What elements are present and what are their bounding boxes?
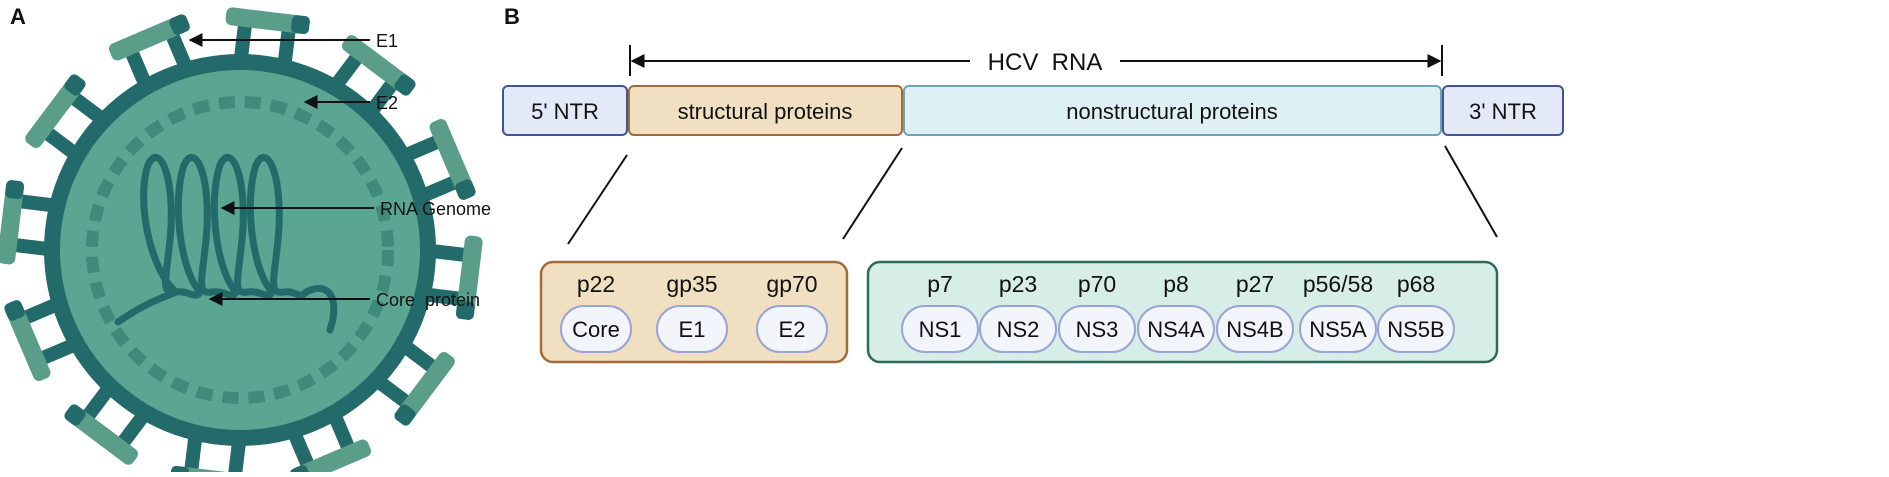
structural-protein-pill [656,305,728,353]
structural-expansion-line-right [842,147,903,240]
glycoprotein-spike [64,381,152,465]
nonstructural-protein-mw-label: p8 [1163,271,1189,297]
nonstructural-proteins-label: nonstructural proteins [1066,99,1278,124]
structural-proteins-box [628,85,903,136]
core-protein-label: Core protein [376,290,480,310]
ntr3-label: 3' NTR [1469,99,1537,124]
glycoprotein-spike [421,235,483,320]
nonstructural-protein-pill [901,305,979,353]
nonstructural-protein-name-label: NS4B [1226,317,1283,342]
ntr5-box [502,85,628,136]
structural-protein-mw-label: p22 [577,271,615,297]
nonstructural-protein-pill [1299,305,1377,353]
nonstructural-protein-name-label: NS4A [1147,317,1205,342]
structural-protein-name-label: E1 [679,317,706,342]
nonstructural-protein-name-label: NS3 [1076,317,1119,342]
hcv-virion-illustration [0,7,483,477]
e1-label: E1 [376,31,398,51]
ntr3-box [1442,85,1564,136]
nonstructural-expansion-line-right [1444,145,1498,238]
structural-proteins-label: structural proteins [678,99,853,124]
structural-expansion-line-left [567,154,628,245]
nonstructural-proteins-box [903,85,1442,136]
nonstructural-protein-pill [1058,305,1136,353]
nonstructural-protein-mw-label: p23 [999,271,1037,297]
nonstructural-protein-pill [979,305,1057,353]
panel-a-letter: A [10,4,26,29]
structural-protein-pill [756,305,828,353]
structural-protein-mw-label: gp35 [666,271,717,297]
e2-label: E2 [376,93,398,113]
structural-protein-mw-label: gp70 [766,271,817,297]
structural-protein-name-label: Core [572,317,620,342]
nonstructural-protein-mw-label: p70 [1078,271,1116,297]
nonstructural-protein-name-label: NS1 [919,317,962,342]
nonstructural-protein-name-label: NS5A [1309,317,1367,342]
nonstructural-protein-mw-label: p68 [1397,271,1435,297]
nonstructural-protein-pill [1377,305,1455,353]
nonstructural-protein-name-label: NS2 [997,317,1040,342]
panel-b-letter: B [504,4,520,29]
nonstructural-protein-pill [1137,305,1215,353]
rna-genome-coil [114,154,338,334]
nonstructural-protein-mw-label: p27 [1236,271,1274,297]
core-protein-capsid [86,96,394,404]
structural-protein-pill [560,305,632,353]
nonstructural-protein-mw-label: p7 [927,271,953,297]
nonstructural-protein-name-label: NS5B [1387,317,1444,342]
hcv-rna-title: HCV RNA [988,49,1103,76]
glycoprotein-spike [0,180,59,265]
ntr5-label: 5' NTR [531,99,599,124]
structural-protein-name-label: E2 [779,317,806,342]
nonstructural-protein-mw-label: p56/58 [1303,271,1373,297]
rna-genome-label: RNA Genome [380,199,491,219]
glycoprotein-spike [225,7,310,69]
nonstructural-protein-pill [1216,305,1294,353]
